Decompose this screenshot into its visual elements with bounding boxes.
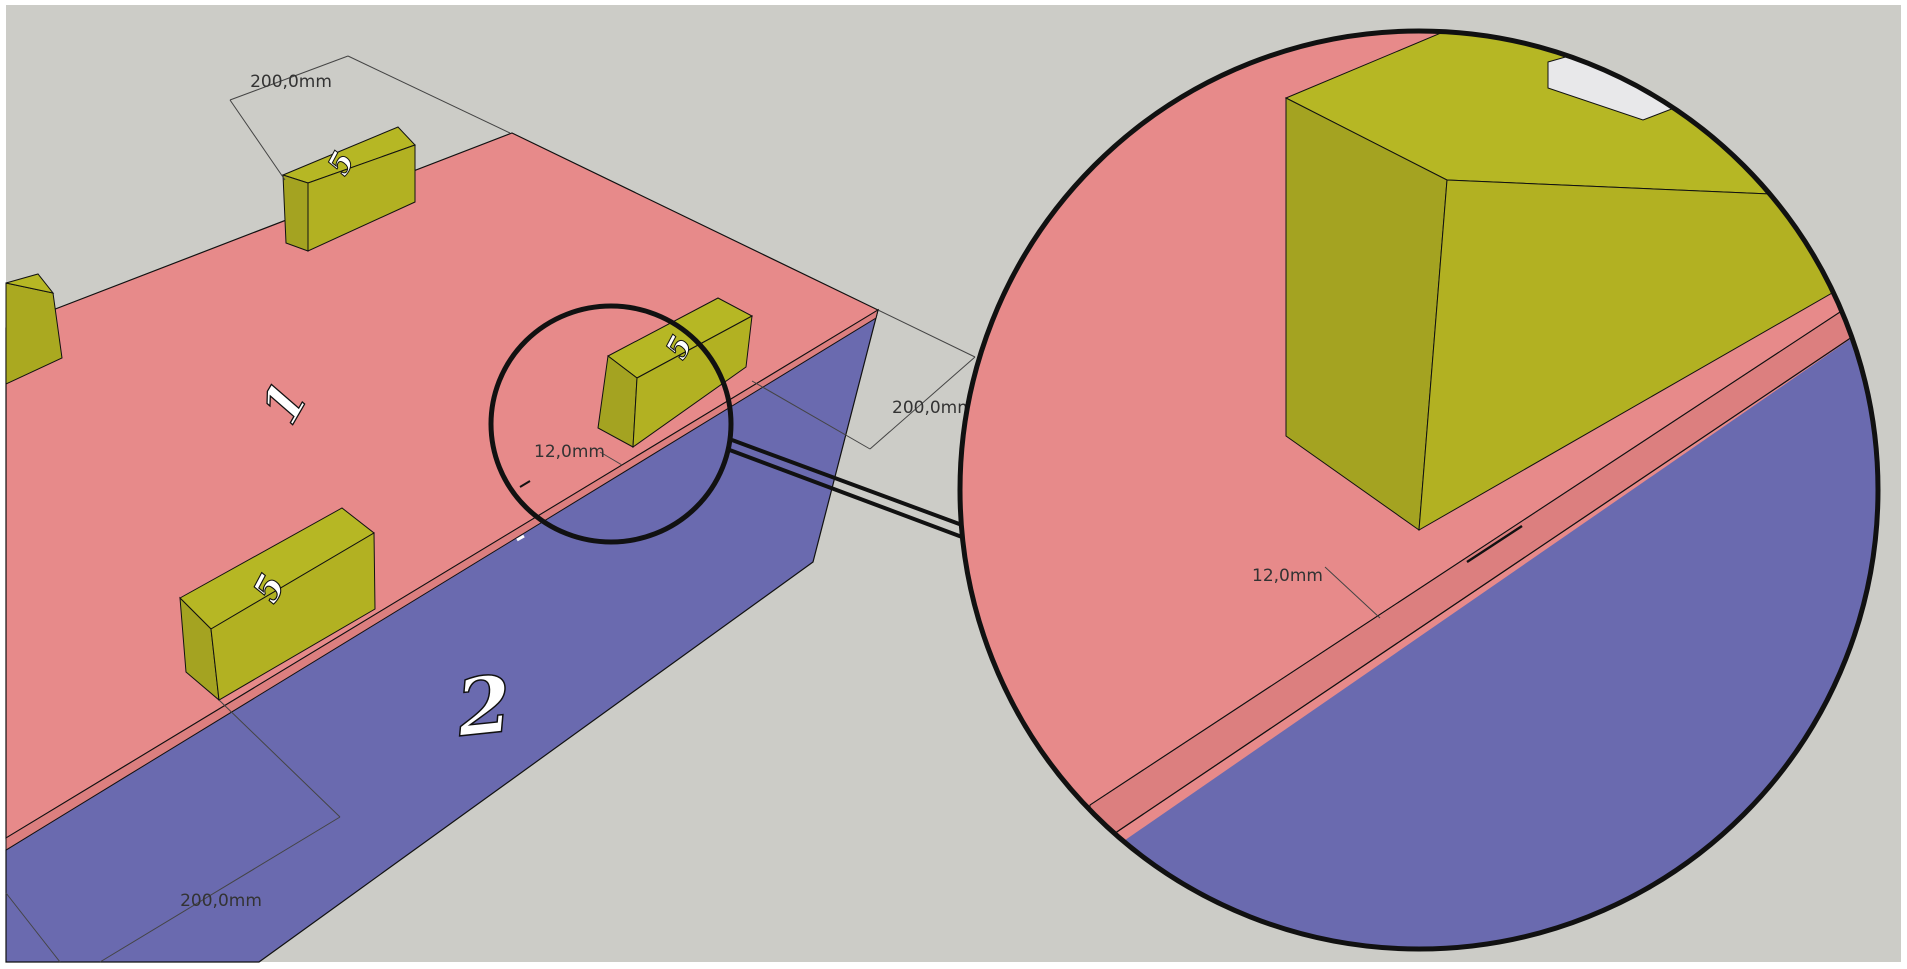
front-face-number-label: 2: [451, 659, 515, 755]
top-face-edge-strip: [5, 308, 879, 851]
zoom-detail: 12,0mm: [957, 28, 1881, 952]
zoom-dimension-line: [1324, 566, 1381, 619]
dimension-right: [751, 309, 976, 450]
loupe-circle: [488, 303, 734, 545]
zoom-front-face: [960, 300, 1878, 949]
dimension-bottom-label: 200,0mm: [180, 891, 262, 911]
dimension-edge-offset-line: [599, 451, 623, 466]
loupe-connector-lower: [726, 447, 963, 539]
block-far-left: [5, 273, 63, 385]
dimension-right-label: 200,0mm: [892, 398, 974, 418]
block-middle: [597, 297, 754, 449]
dimension-top-label: 200,0mm: [250, 72, 332, 92]
zoom-circle-border: [957, 28, 1881, 952]
zoom-block-side: [1418, 179, 1878, 531]
block-front: [179, 507, 376, 702]
edge-tick-highlight: [516, 534, 525, 542]
edge-tick: [519, 480, 531, 488]
dimension-bottom: [5, 699, 341, 963]
main-model: 1 2 5 5 5 200,0mm 200,0mm 200,0mm 12,0mm: [5, 55, 976, 963]
loupe-connector-upper: [731, 438, 963, 527]
dimension-top: [229, 55, 511, 181]
block-back: [281, 126, 416, 252]
dimension-edge-offset-label: 12,0mm: [534, 442, 605, 462]
zoom-dimension-label: 12,0mm: [1252, 566, 1323, 586]
